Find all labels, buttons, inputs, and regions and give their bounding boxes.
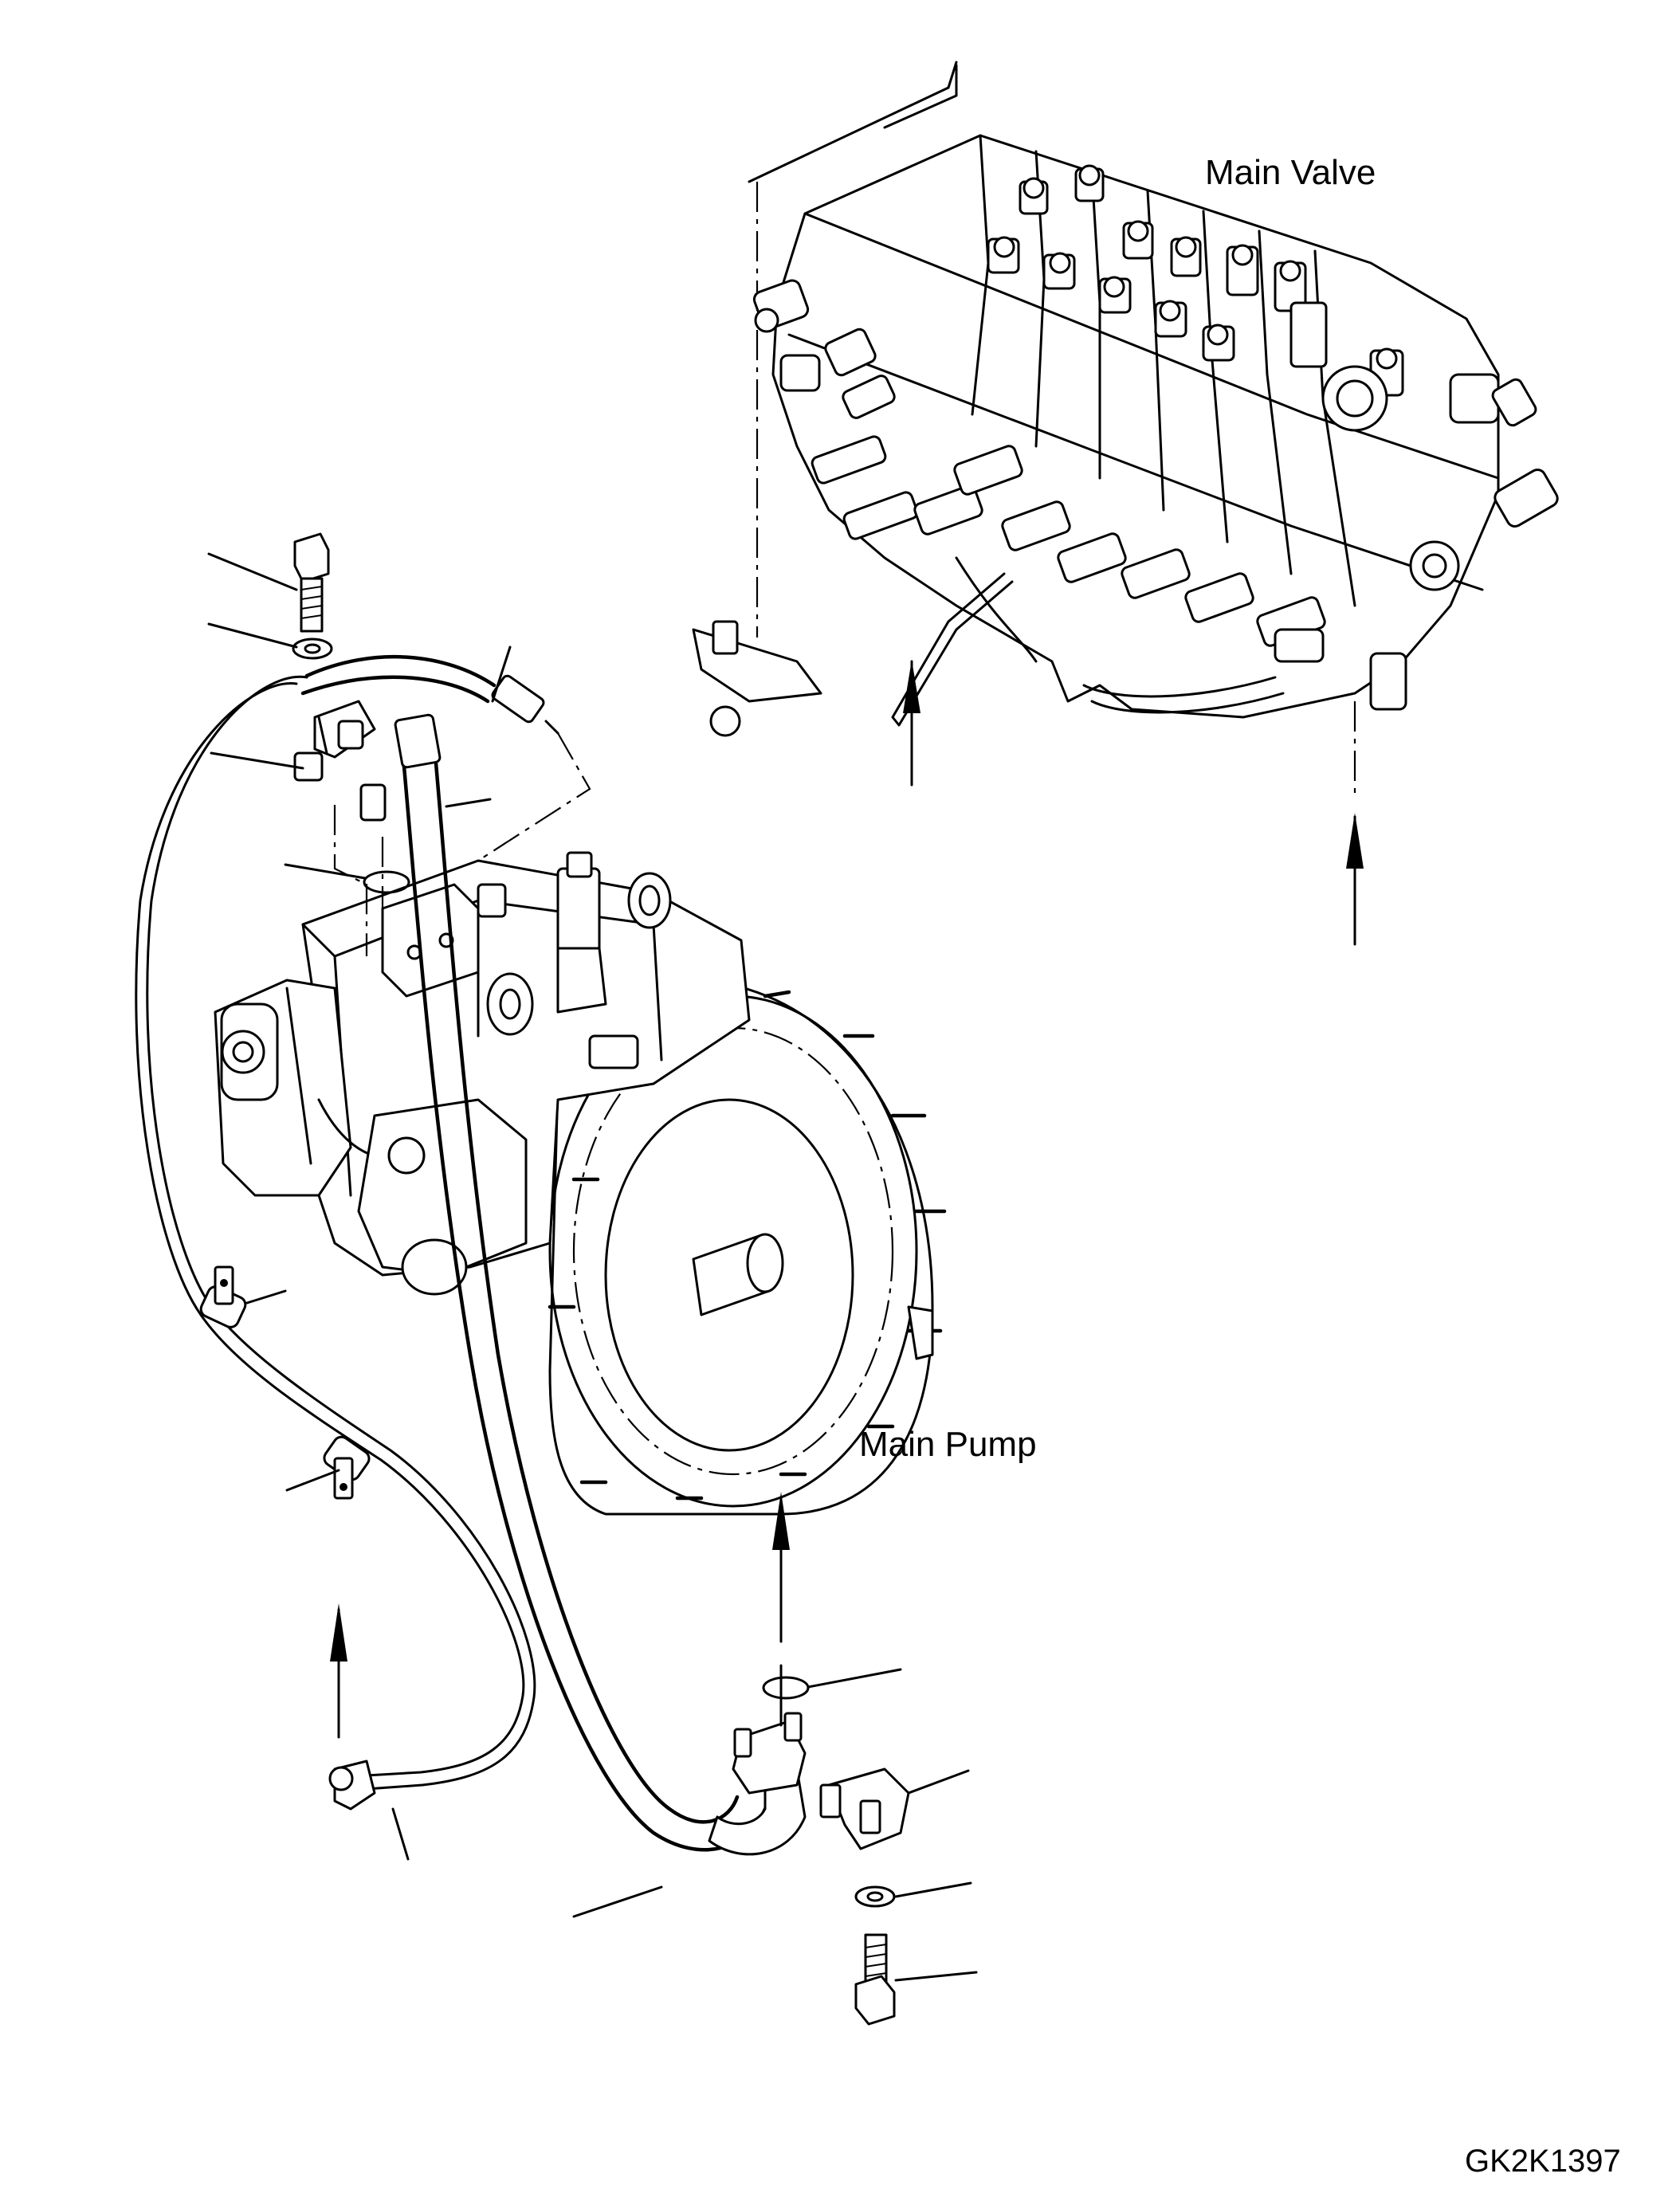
valve-fittings-left [752, 279, 1326, 647]
loose-parts [292, 532, 910, 2026]
drawing-code-label: GK2K1397 [1465, 2144, 1621, 2179]
valve-fittings-top [987, 164, 1404, 432]
main-valve-assembly [692, 61, 1559, 946]
main-valve-label: Main Valve [1205, 153, 1376, 192]
main-pump-assembly [214, 851, 947, 1516]
valve-fittings-right [1274, 373, 1559, 711]
hoses [135, 654, 807, 1856]
main-pump-label: Main Pump [859, 1425, 1037, 1464]
assembly-arrows [330, 1492, 790, 1739]
callout-leaders [207, 552, 978, 1982]
